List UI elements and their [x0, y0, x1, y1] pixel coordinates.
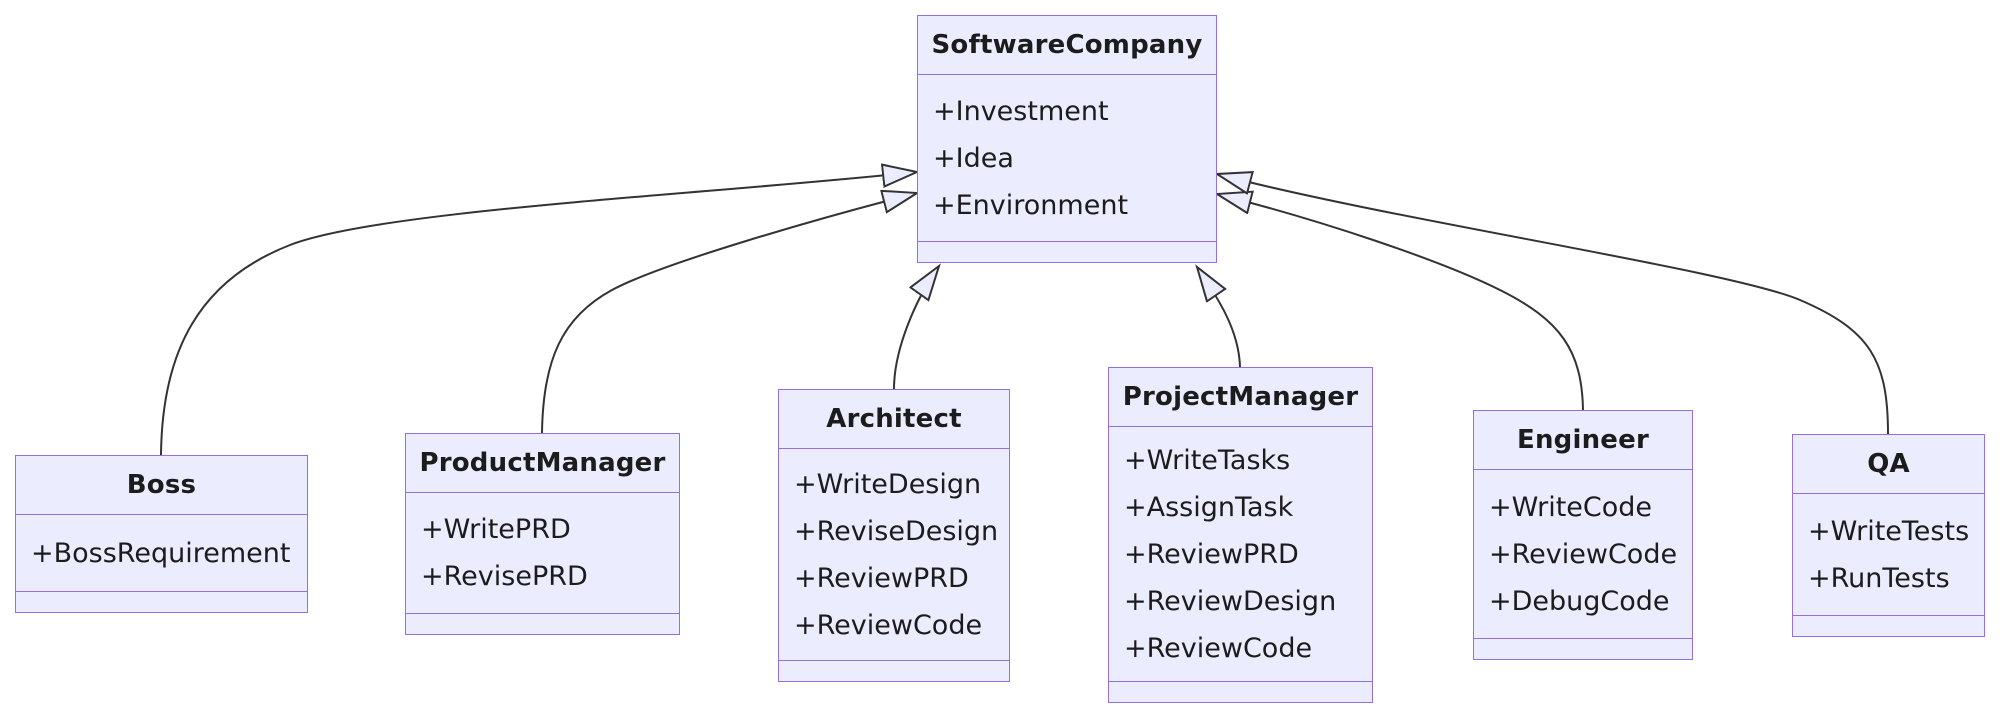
- class-attribute: +ReviewCode: [1489, 538, 1678, 570]
- class-methods-empty: [918, 241, 1216, 262]
- class-attribute: +ReviewPRD: [794, 562, 969, 594]
- class-node-boss: Boss +BossRequirement: [15, 455, 308, 613]
- class-node-softwarecompany: SoftwareCompany +Investment +Idea +Envir…: [917, 15, 1217, 263]
- class-methods-empty: [779, 660, 1009, 681]
- class-attribute: +ReviseDesign: [794, 515, 999, 547]
- class-node-productmanager: ProductManager +WritePRD +RevisePRD: [405, 433, 680, 635]
- inheritance-arrow-engineer-to-softwarecompany: [1217, 194, 1584, 411]
- class-title: QA: [1793, 435, 1984, 494]
- class-attribute: +DebugCode: [1489, 585, 1670, 617]
- class-methods-empty: [1793, 615, 1984, 636]
- class-attribute: +ReviewDesign: [1124, 585, 1337, 617]
- class-title: ProjectManager: [1109, 368, 1372, 427]
- class-attribute: +ReviewCode: [1124, 632, 1313, 664]
- class-attributes: +WriteTasks +AssignTask +ReviewPRD +Revi…: [1109, 427, 1372, 681]
- class-methods-empty: [1109, 681, 1372, 702]
- class-attribute: +Investment: [933, 95, 1109, 127]
- class-attributes: +Investment +Idea +Environment: [918, 75, 1216, 241]
- inheritance-arrow-projectmanager-to-softwarecompany: [1197, 267, 1241, 368]
- class-attribute: +WriteDesign: [794, 468, 982, 500]
- class-attribute: +AssignTask: [1124, 491, 1294, 523]
- class-attributes: +BossRequirement: [16, 515, 307, 591]
- class-attributes: +WriteTests +RunTests: [1793, 494, 1984, 615]
- class-title: SoftwareCompany: [918, 16, 1216, 75]
- class-attribute: +ReviewCode: [794, 609, 983, 641]
- class-title: Boss: [16, 456, 307, 515]
- class-methods-empty: [1474, 638, 1692, 659]
- class-attribute: +ReviewPRD: [1124, 538, 1299, 570]
- class-attributes: +WriteCode +ReviewCode +DebugCode: [1474, 470, 1692, 638]
- class-attribute: +WritePRD: [421, 514, 571, 545]
- class-node-qa: QA +WriteTests +RunTests: [1792, 434, 1985, 637]
- inheritance-arrow-qa-to-softwarecompany: [1217, 174, 1889, 435]
- class-node-engineer: Engineer +WriteCode +ReviewCode +DebugCo…: [1473, 410, 1693, 660]
- inheritance-arrow-boss-to-softwarecompany: [160, 172, 917, 456]
- class-attributes: +WriteDesign +ReviseDesign +ReviewPRD +R…: [779, 449, 1009, 660]
- class-attribute: +Environment: [933, 189, 1129, 221]
- class-methods-empty: [16, 591, 307, 612]
- class-attribute: +RunTests: [1808, 562, 1950, 594]
- class-attribute: +RevisePRD: [421, 561, 588, 592]
- class-attributes: +WritePRD +RevisePRD: [406, 493, 679, 613]
- class-node-projectmanager: ProjectManager +WriteTasks +AssignTask +…: [1108, 367, 1373, 703]
- inheritance-arrow-architect-to-softwarecompany: [893, 266, 939, 390]
- class-title: ProductManager: [406, 434, 679, 493]
- class-methods-empty: [406, 613, 679, 634]
- class-attribute: +BossRequirement: [31, 537, 291, 569]
- class-node-architect: Architect +WriteDesign +ReviseDesign +Re…: [778, 389, 1010, 682]
- class-attribute: +Idea: [933, 142, 1014, 174]
- class-title: Architect: [779, 390, 1009, 449]
- class-title: Engineer: [1474, 411, 1692, 470]
- class-attribute: +WriteCode: [1489, 491, 1653, 523]
- class-attribute: +WriteTests: [1808, 515, 1970, 547]
- class-attribute: +WriteTasks: [1124, 444, 1291, 476]
- inheritance-arrow-productmanager-to-softwarecompany: [541, 193, 917, 434]
